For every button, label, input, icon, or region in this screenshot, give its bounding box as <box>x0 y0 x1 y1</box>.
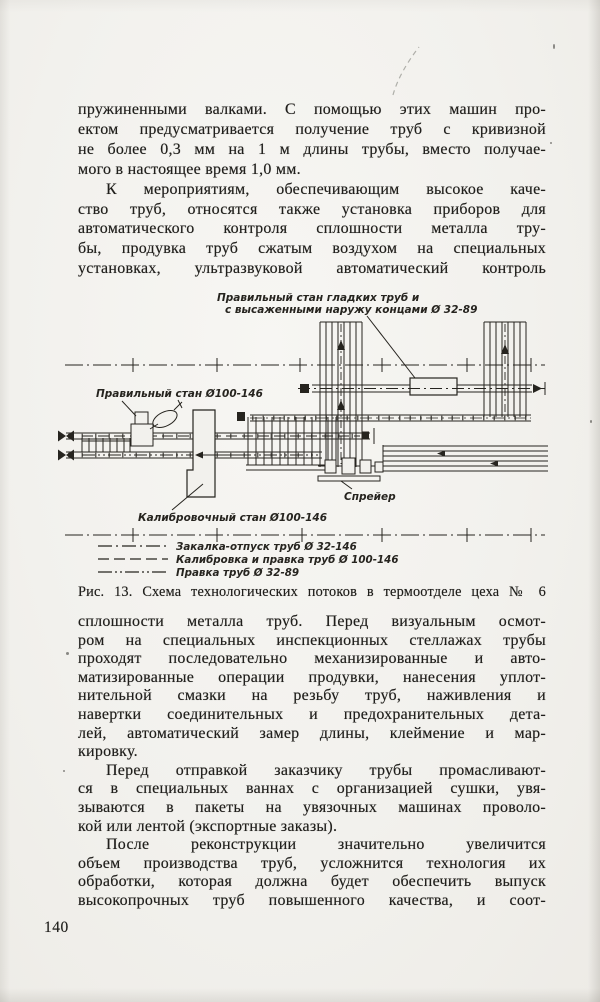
left-arrow-icon <box>490 460 498 467</box>
text-line: сплошности металла труб. Перед визуальны… <box>78 613 546 630</box>
text-line: объем производства труб, усложнится техн… <box>78 854 546 872</box>
up-arrow-icon <box>501 344 509 354</box>
pencil-mark-artifact <box>392 46 420 96</box>
sprayer-section <box>324 459 337 474</box>
text-line: К мероприятиям, обеспечивающим высокое к… <box>106 180 546 198</box>
paragraph-block-upper: пружиненными валками. С помощью этих маш… <box>78 100 546 279</box>
rail-end-symbol <box>362 431 369 439</box>
rail-end-symbol <box>58 430 66 442</box>
pipe-blank <box>152 410 178 428</box>
text-line: матизированные операции продувки, нанесе… <box>78 668 546 686</box>
rail-end-symbol <box>58 449 66 461</box>
left-arrow-icon <box>195 451 203 459</box>
text-line: не более 0,3 мм на 1 м длины трубы, вмес… <box>78 140 546 158</box>
text-line: кой или лентой (экспортные заказы). <box>78 817 338 835</box>
figure-caption: Рис. 13. Схема технологических потоков в… <box>78 584 546 600</box>
scan-speck <box>63 770 65 772</box>
text-line: автоматического контроля сплошности мета… <box>78 220 546 238</box>
sprayer-section <box>374 461 384 473</box>
text-line: высокопрочных труб повышенного качества,… <box>78 891 546 909</box>
text-line: Перед отправкой заказчику трубы промасли… <box>106 761 546 779</box>
up-arrow-icon <box>337 400 345 410</box>
page-number: 140 <box>44 919 69 936</box>
figure-13-diagram: Правильный стан гладких труб и с высажен… <box>58 292 548 579</box>
transfer-rail <box>250 414 531 422</box>
text-line: нительной смазки на резьбу труб, наживле… <box>78 687 546 705</box>
grate-comb <box>81 438 131 452</box>
paragraph-block-lower: сплошности металла труб. Перед визуальны… <box>78 613 546 911</box>
leader-line <box>366 315 416 379</box>
left-rack-tower <box>319 321 363 467</box>
text-line: зываются в пакеты на увязочных машинах п… <box>78 798 546 816</box>
legend-label: Правка труб Ø 32-89 <box>176 567 299 579</box>
sprayer-base <box>317 475 381 482</box>
scan-speck <box>550 142 552 144</box>
text-line: ром на специальных инспекционных стеллаж… <box>78 631 546 649</box>
up-arrow-icon <box>337 340 345 350</box>
leader-line <box>171 483 204 511</box>
scan-speck <box>66 652 69 655</box>
diagram-label-calibrator: Калибровочный стан Ø100-146 <box>138 512 327 524</box>
rail-end-symbol <box>237 412 245 421</box>
text-line: ся в специальных ваннах с организацией с… <box>78 780 546 798</box>
middle-slat-rack <box>246 417 337 471</box>
straightener-smooth-pipes-box <box>409 377 458 396</box>
straightener-mill-top <box>134 411 149 425</box>
text-line: ство труб, относятся также установка при… <box>78 200 546 218</box>
text-line: ектом предусматривается получение труб с… <box>78 120 546 138</box>
roller-table-right <box>382 445 548 472</box>
text-line: кировку. <box>78 743 138 761</box>
text-line: обработки, которая должна будет обеспечи… <box>78 873 546 891</box>
scan-speck <box>553 44 555 49</box>
legend-label: Калибровка и правка труб Ø 100-146 <box>176 554 399 566</box>
text-line: бы, продувка труб сжатым воздухом на спе… <box>78 240 546 258</box>
leader-line <box>121 400 137 417</box>
text-line: проходят последовательно механизированны… <box>78 650 546 668</box>
text-line: мого в настоящее время 1,0 мм. <box>78 160 301 178</box>
right-rack-tower <box>483 321 527 417</box>
straightener-mill-body <box>130 423 154 447</box>
text-line: После реконструкции значительно увеличит… <box>106 836 546 854</box>
right-arrow-icon <box>533 384 542 393</box>
text-line: лей, автоматический замер длины, клеймен… <box>78 724 546 742</box>
text-line: навертки соединительных и предохранитель… <box>78 705 546 723</box>
scan-speck <box>590 420 592 423</box>
text-line: установках, ультразвуковой автоматически… <box>78 260 546 278</box>
diagram-label-straightener: Правильный стан Ø100-146 <box>96 388 263 400</box>
legend-label: Закалка-отпуск труб Ø 32-146 <box>176 541 357 553</box>
leader-line <box>340 480 353 490</box>
sprayer-section <box>359 459 372 474</box>
diagram-label-top-2: с высаженными наружу концами Ø 32-89 <box>225 304 477 316</box>
diagram-label-sprayer: Спрейер <box>344 491 396 503</box>
left-arrow-icon <box>437 450 445 457</box>
text-line: пружиненными валками. С помощью этих маш… <box>78 101 546 118</box>
diagram-label-top-1: Правильный стан гладких труб и <box>217 292 420 304</box>
sprayer-section <box>341 457 356 475</box>
